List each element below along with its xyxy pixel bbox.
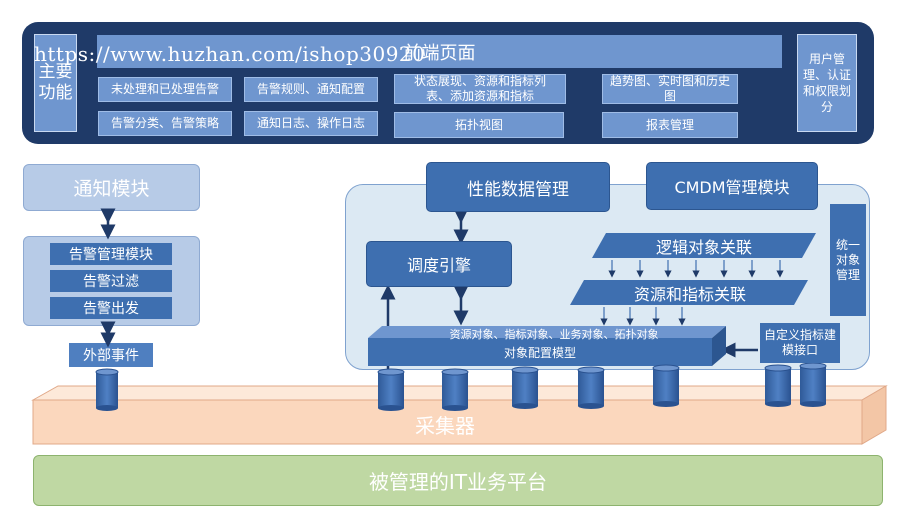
cylinder-4 [511, 366, 539, 409]
frontend-item-trend-charts: 趋势图、实时图和历史图 [602, 74, 738, 104]
resource-metric-relation-label: 资源和指标关联 [633, 284, 746, 304]
frontend-item-topology: 拓扑视图 [394, 112, 564, 138]
user-management-box: 用户管理、认证和权限划分 [797, 34, 857, 132]
object-config-model-label: 对象配置模型 [503, 345, 576, 360]
cylinder-3 [441, 368, 469, 411]
cylinder-7 [764, 364, 792, 407]
frontend-item-alarms-handled: 未处理和已处理告警 [98, 77, 232, 102]
collector-label: 采集器 [415, 413, 475, 438]
performance-data-management: 性能数据管理 [426, 162, 610, 212]
scheduling-engine: 调度引擎 [366, 241, 512, 287]
logic-relation-shape [592, 233, 816, 258]
frontend-item-alarm-classification: 告警分类、告警策略 [98, 111, 232, 136]
cylinder-6 [652, 364, 680, 407]
notify-module: 通知模块 [23, 164, 200, 211]
frontend-item-status-view: 状态展现、资源和指标列表、添加资源和指标 [394, 74, 566, 104]
cmdm-management-module: CMDM管理模块 [646, 162, 818, 210]
alarm-filter: 告警过滤 [50, 270, 172, 292]
main-functions-label: 主要功能 [34, 34, 77, 132]
object-model-bar [368, 326, 726, 366]
alarm-trigger: 告警出发 [50, 297, 172, 319]
logic-object-relation-label: 逻辑对象关联 [655, 237, 752, 257]
cylinder-2 [377, 368, 405, 411]
resource-relation-shape [570, 280, 808, 305]
unified-object-management: 统一对象管理 [830, 204, 866, 316]
cylinder-8 [799, 362, 827, 407]
cylinders [95, 362, 827, 411]
object-types-label: 资源对象、指标对象、业务对象、拓扑对象 [449, 327, 659, 341]
watermark-url: https://www.huzhan.com/ishop30920 [34, 42, 426, 66]
frontend-item-reports: 报表管理 [602, 112, 738, 138]
managed-it-platform: 被管理的IT业务平台 [33, 455, 883, 506]
frontend-title: 前端页面 [97, 35, 782, 68]
frontend-item-logs: 通知日志、操作日志 [244, 111, 378, 136]
cylinder-5 [577, 366, 605, 409]
custom-metric-interface: 自定义指标建模接口 [760, 323, 840, 363]
cylinder-1 [95, 368, 119, 411]
alarm-management-module: 告警管理模块 [50, 243, 172, 265]
frontend-item-alarm-rules: 告警规则、通知配置 [244, 77, 378, 102]
